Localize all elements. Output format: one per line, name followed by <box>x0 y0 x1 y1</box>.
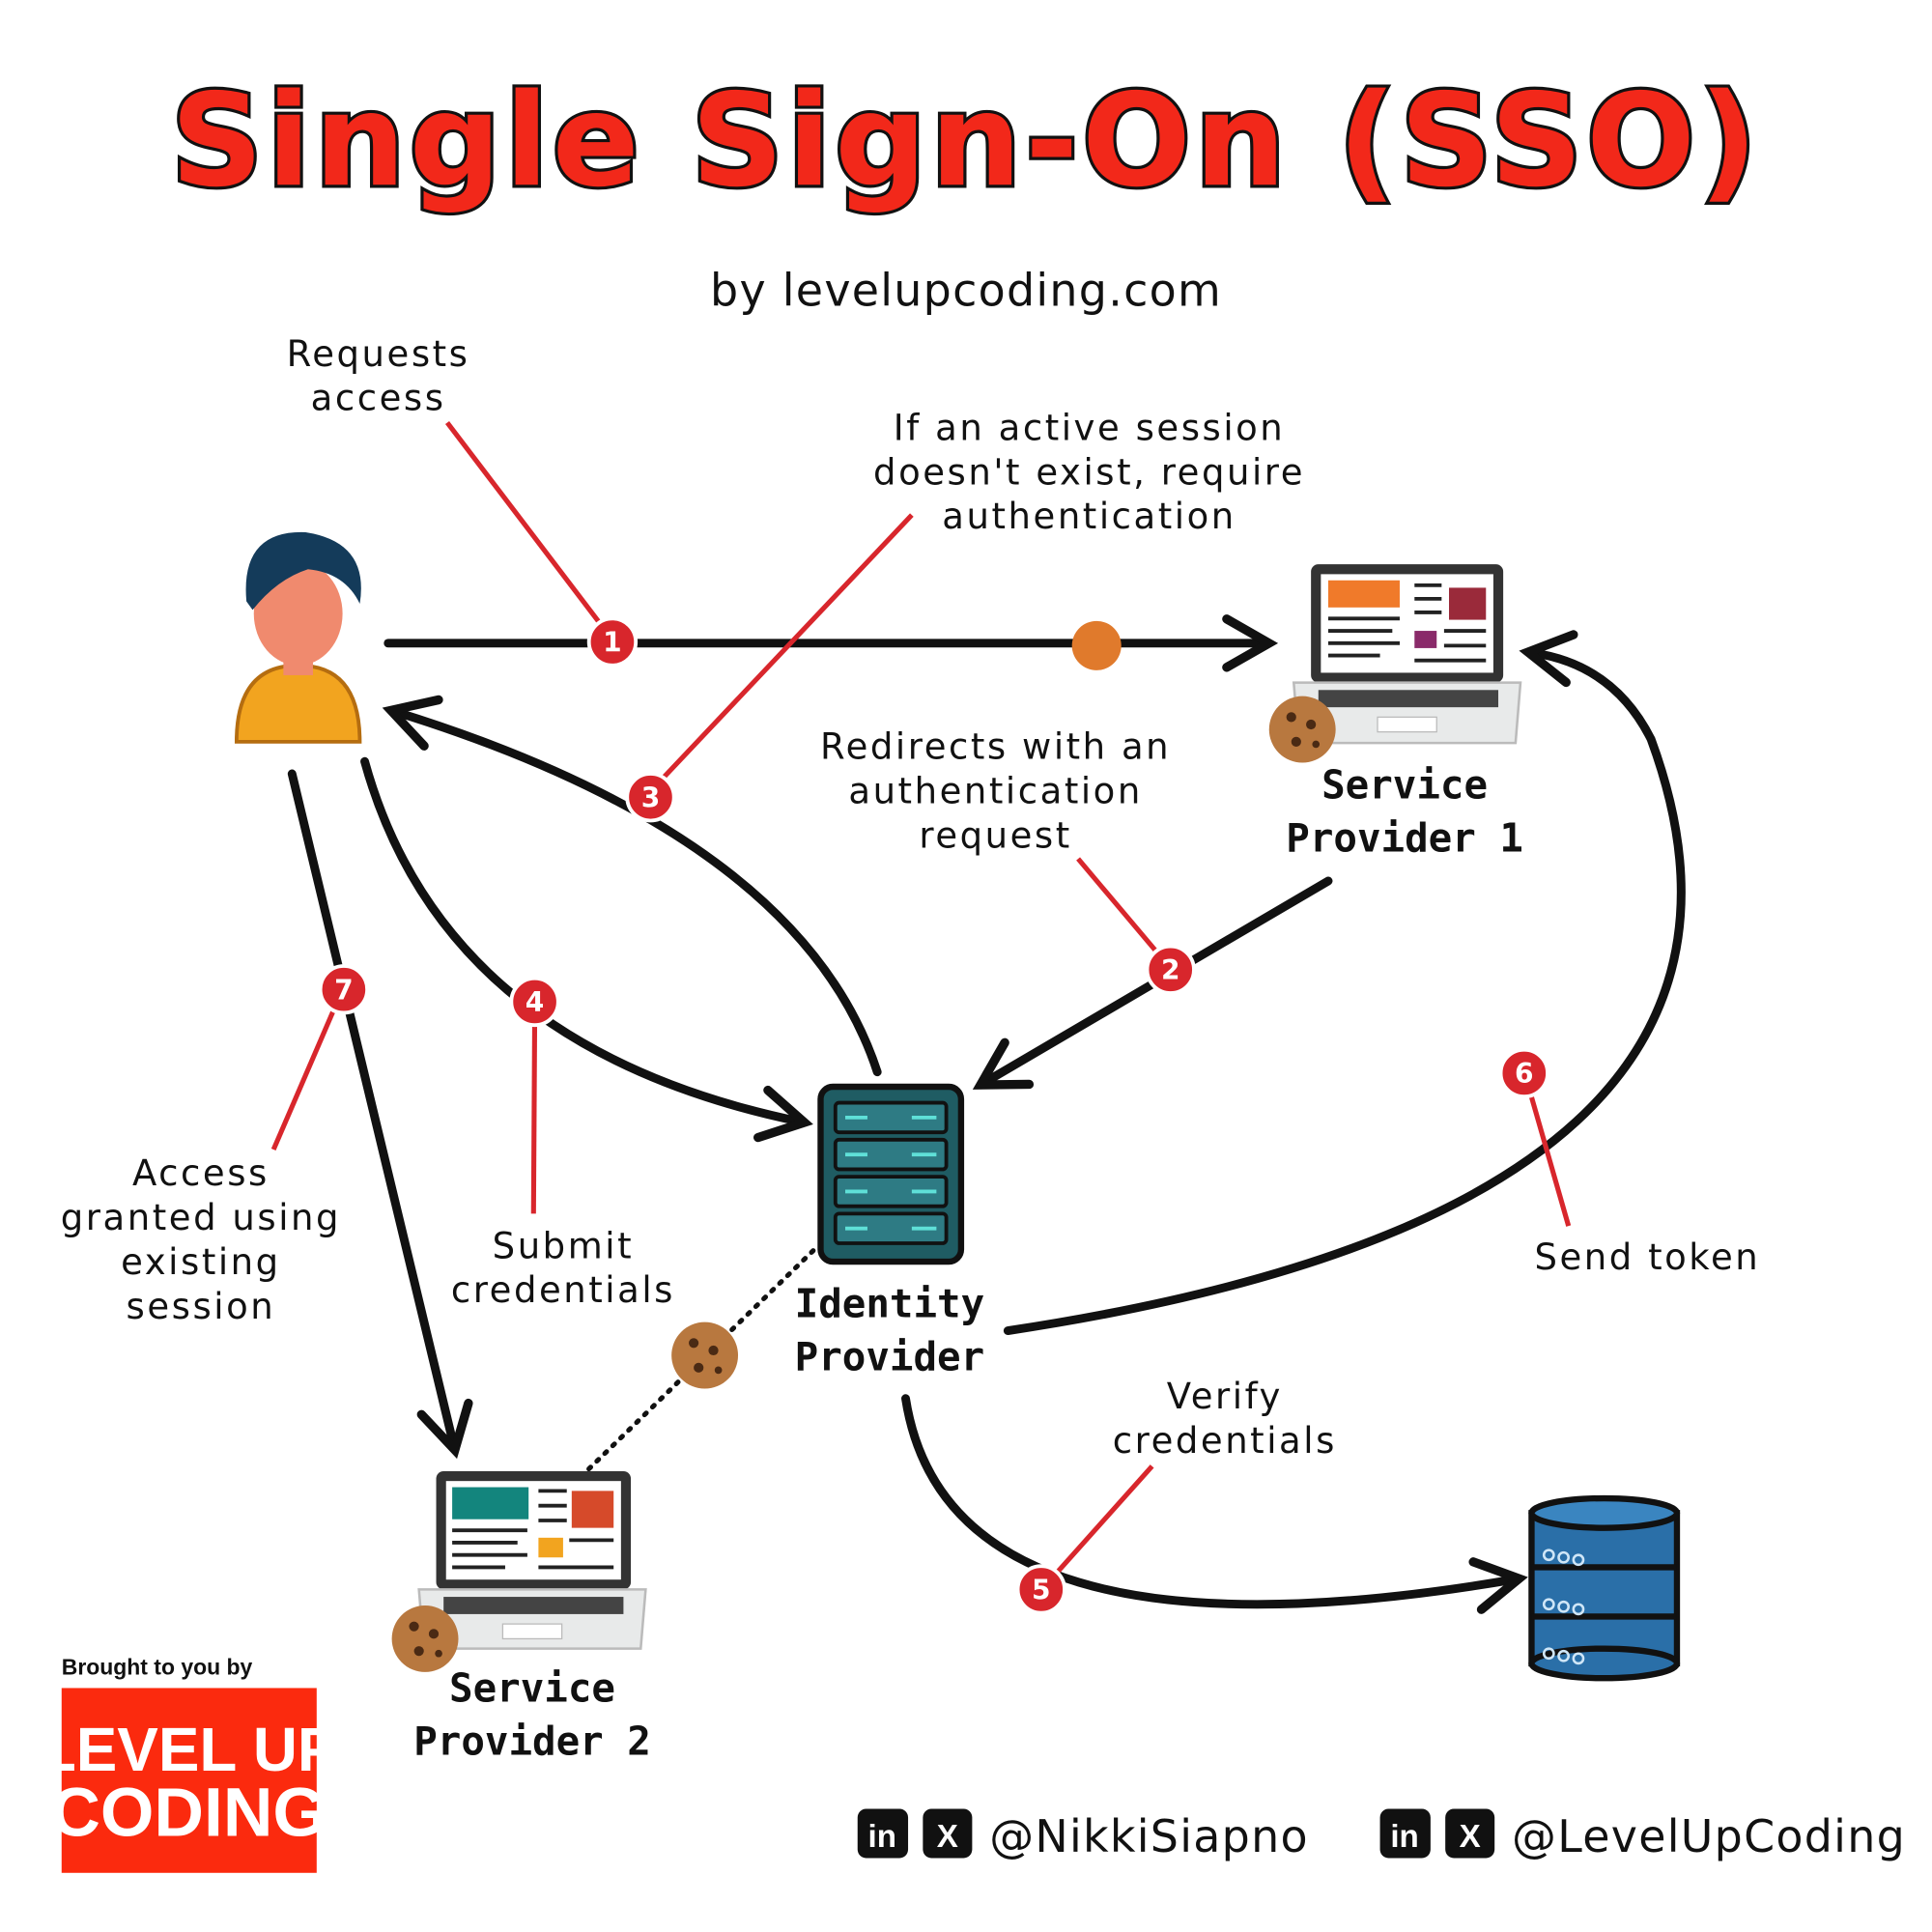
svg-text:Service: Service <box>449 1664 615 1711</box>
leader-2 <box>1076 857 1167 963</box>
svg-text:session: session <box>127 1286 276 1327</box>
svg-text:in: in <box>1390 1819 1418 1855</box>
note-step-5: Verify credentials <box>1113 1376 1337 1462</box>
svg-text:Requests: Requests <box>287 333 470 375</box>
svg-text:Verify: Verify <box>1167 1376 1283 1417</box>
social-handle-nikki[interactable]: in X @NikkiSiapno <box>857 1808 1309 1862</box>
svg-text:doesn't exist, require: doesn't exist, require <box>873 451 1305 493</box>
leader-6 <box>1525 1083 1572 1227</box>
service-provider-1-laptop-icon <box>1292 564 1522 745</box>
step-badge-3: 3 <box>625 772 676 823</box>
level-up-coding-logo[interactable]: LEVEL UP CODING <box>39 1688 339 1873</box>
linkedin-icon[interactable] <box>857 1808 909 1859</box>
step-badge-5: 5 <box>1015 1564 1066 1615</box>
arrow-step-5 <box>901 1394 1528 1614</box>
note-step-7: Access granted using existing session <box>61 1152 341 1327</box>
svg-text:existing: existing <box>121 1241 281 1283</box>
linkedin-icon[interactable] <box>1379 1808 1431 1859</box>
svg-text:CODING: CODING <box>50 1775 327 1852</box>
brought-to-you-by: Brought to you by <box>62 1654 253 1679</box>
step-badge-1: 1 <box>586 616 639 668</box>
svg-text:3: 3 <box>641 781 661 813</box>
social-handle-levelupcoding[interactable]: in X @LevelUpCoding <box>1379 1808 1906 1862</box>
x-icon[interactable] <box>1445 1808 1495 1859</box>
identity-provider-server-icon <box>817 1083 965 1265</box>
step-badge-4: 4 <box>509 976 560 1028</box>
cookie-icon <box>391 1605 459 1672</box>
svg-text:X: X <box>937 1819 958 1855</box>
database-icon <box>1528 1494 1681 1682</box>
svg-text:@NikkiSiapno: @NikkiSiapno <box>989 1810 1309 1862</box>
note-step-6: Send token <box>1534 1236 1760 1278</box>
service-provider-1-label: Service Provider 1 <box>1286 762 1523 862</box>
svg-text:Redirects with an: Redirects with an <box>820 726 1171 768</box>
svg-text:credentials: credentials <box>1113 1420 1337 1462</box>
leader-1 <box>444 420 607 631</box>
x-icon[interactable] <box>923 1808 973 1859</box>
arrow-step-4 <box>360 756 813 1143</box>
step-badge-7: 7 <box>318 964 370 1015</box>
cookie-icon <box>671 1321 739 1389</box>
token-dot <box>1071 620 1122 670</box>
svg-text:7: 7 <box>334 974 354 1006</box>
svg-text:Provider 2: Provider 2 <box>413 1718 651 1764</box>
svg-text:X: X <box>1460 1819 1481 1855</box>
svg-text:Submit: Submit <box>493 1225 634 1266</box>
svg-text:access: access <box>311 378 446 419</box>
step-badge-6: 6 <box>1498 1047 1549 1099</box>
note-step-3: If an active session doesn't exist, requ… <box>873 407 1305 537</box>
svg-text:Service: Service <box>1321 762 1488 809</box>
leader-4 <box>530 1009 538 1214</box>
svg-text:Provider 1: Provider 1 <box>1286 814 1523 861</box>
svg-text:authentication: authentication <box>848 771 1142 812</box>
svg-text:5: 5 <box>1032 1575 1051 1606</box>
svg-text:@LevelUpCoding: @LevelUpCoding <box>1512 1810 1906 1862</box>
svg-text:request: request <box>919 815 1071 857</box>
note-step-4: Submit credentials <box>451 1225 675 1311</box>
note-step-1: Requests access <box>287 333 470 419</box>
service-provider-2-label: Service Provider 2 <box>413 1664 651 1764</box>
svg-text:Identity: Identity <box>795 1281 985 1327</box>
leader-7 <box>270 997 342 1151</box>
cookie-icon <box>1268 696 1336 763</box>
svg-text:6: 6 <box>1515 1058 1534 1090</box>
svg-text:4: 4 <box>526 986 545 1018</box>
svg-text:Access: Access <box>132 1152 270 1194</box>
arrow-step-7 <box>287 769 473 1460</box>
svg-text:authentication: authentication <box>942 496 1236 537</box>
leader-5 <box>1045 1464 1154 1585</box>
svg-text:Provider: Provider <box>795 1333 985 1379</box>
subtitle: by levelupcoding.com <box>710 264 1222 316</box>
arrow-step-3 <box>382 695 882 1077</box>
svg-text:LEVEL UP: LEVEL UP <box>39 1715 339 1784</box>
svg-text:If an active session: If an active session <box>894 407 1286 448</box>
service-provider-2-laptop-icon <box>417 1470 647 1650</box>
svg-text:2: 2 <box>1161 954 1180 986</box>
identity-provider-label: Identity Provider <box>795 1281 985 1380</box>
svg-text:1: 1 <box>603 627 622 659</box>
step-badge-2: 2 <box>1145 944 1196 995</box>
svg-text:in: in <box>868 1819 896 1855</box>
leader-3 <box>651 513 914 791</box>
svg-text:granted using: granted using <box>61 1197 341 1238</box>
note-step-2: Redirects with an authentication request <box>820 726 1171 857</box>
user-icon <box>234 531 362 744</box>
arrow-step-6 <box>1003 630 1686 1336</box>
svg-text:credentials: credentials <box>451 1269 675 1311</box>
page-title: Single Sign-On (SSO) <box>171 67 1761 215</box>
